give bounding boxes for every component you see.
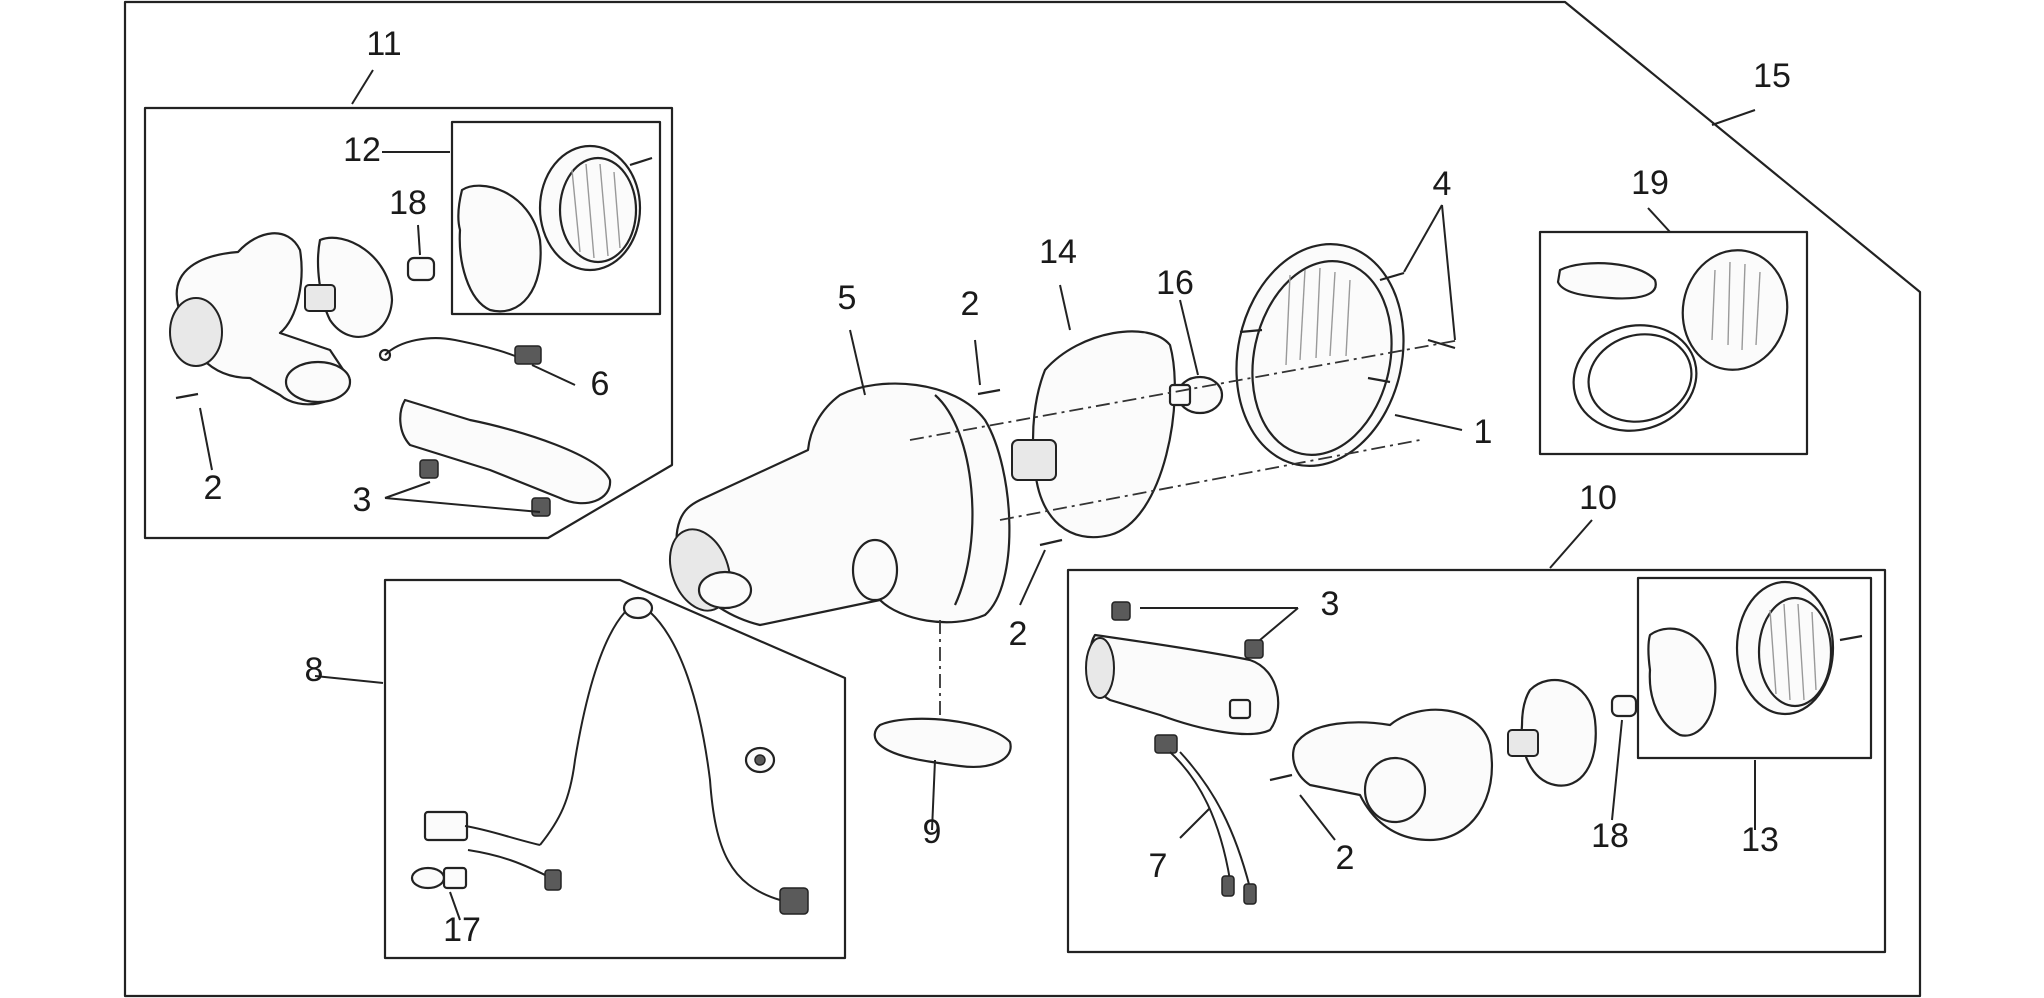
callout-12: 12 <box>343 131 381 169</box>
kit-12-frame <box>450 120 662 316</box>
kit-11-frame <box>143 106 674 540</box>
callout-10: 10 <box>1579 479 1617 517</box>
left-indicator-stalk <box>399 398 612 517</box>
kit-8-frame <box>383 578 847 960</box>
right-indicator-lens <box>1735 580 1863 716</box>
callout-2: 2 <box>1009 615 1028 653</box>
callout-7: 7 <box>1149 847 1168 885</box>
oval-gasket <box>873 717 1012 768</box>
kit-13-frame <box>1636 576 1873 760</box>
left-indicator-screw <box>175 392 199 400</box>
main-assembly-frame <box>123 0 1922 998</box>
callout-2: 2 <box>204 469 223 507</box>
callout-19: 19 <box>1631 164 1669 202</box>
kit-19-parts <box>1556 249 1789 432</box>
right-indicator-stalk <box>1085 601 1280 736</box>
left-indicator-gasket <box>457 184 542 313</box>
right-indicator-screw <box>1269 773 1293 782</box>
callout-16: 16 <box>1156 264 1194 302</box>
callout-9: 9 <box>923 813 942 851</box>
callout-18: 18 <box>389 184 427 222</box>
right-indicator-housing <box>1292 708 1493 842</box>
leader-lines <box>199 69 1756 921</box>
left-indicator-reflector <box>304 236 394 338</box>
callout-3: 3 <box>1321 585 1340 623</box>
left-indicator-housing <box>169 232 352 406</box>
callout-5: 5 <box>838 279 857 317</box>
callout-18: 18 <box>1591 817 1629 855</box>
right-indicator-bulb <box>1610 694 1638 718</box>
left-indicator-bulb <box>406 256 436 282</box>
callout-1: 1 <box>1474 413 1493 451</box>
callout-15: 15 <box>1753 57 1791 95</box>
callout-6: 6 <box>591 365 610 403</box>
right-indicator-reflector <box>1507 678 1597 787</box>
left-indicator-lens <box>538 144 653 272</box>
kit-19-frame <box>1538 230 1809 456</box>
headlight-reflector <box>1011 330 1176 539</box>
shell-screw-bottom <box>1039 538 1063 547</box>
assembly-axis-upper <box>909 339 1461 441</box>
headlight-bulb <box>1168 375 1224 415</box>
callout-labels: 11 12 18 6 2 3 5 2 14 16 4 1 15 19 10 2 … <box>204 25 1791 949</box>
headlight-lens <box>1235 243 1405 467</box>
right-indicator-gasket <box>1647 627 1717 737</box>
callout-17: 17 <box>443 911 481 949</box>
rim-screw-top <box>1379 271 1405 282</box>
callout-2: 2 <box>961 285 980 323</box>
callout-13: 13 <box>1741 821 1779 859</box>
kit-10-frame <box>1066 568 1887 954</box>
headlight-shell <box>669 382 1011 627</box>
callout-2: 2 <box>1336 839 1355 877</box>
shell-screw-top <box>977 388 1001 396</box>
callout-4: 4 <box>1433 165 1452 203</box>
callout-8: 8 <box>305 651 324 689</box>
wiring-harness <box>410 596 809 915</box>
callout-3: 3 <box>353 481 372 519</box>
assembly-axis-lower <box>999 439 1421 521</box>
left-indicator-wire <box>378 337 542 365</box>
callout-14: 14 <box>1039 233 1077 271</box>
right-indicator-wire <box>1154 734 1257 905</box>
callout-11: 11 <box>366 25 401 63</box>
